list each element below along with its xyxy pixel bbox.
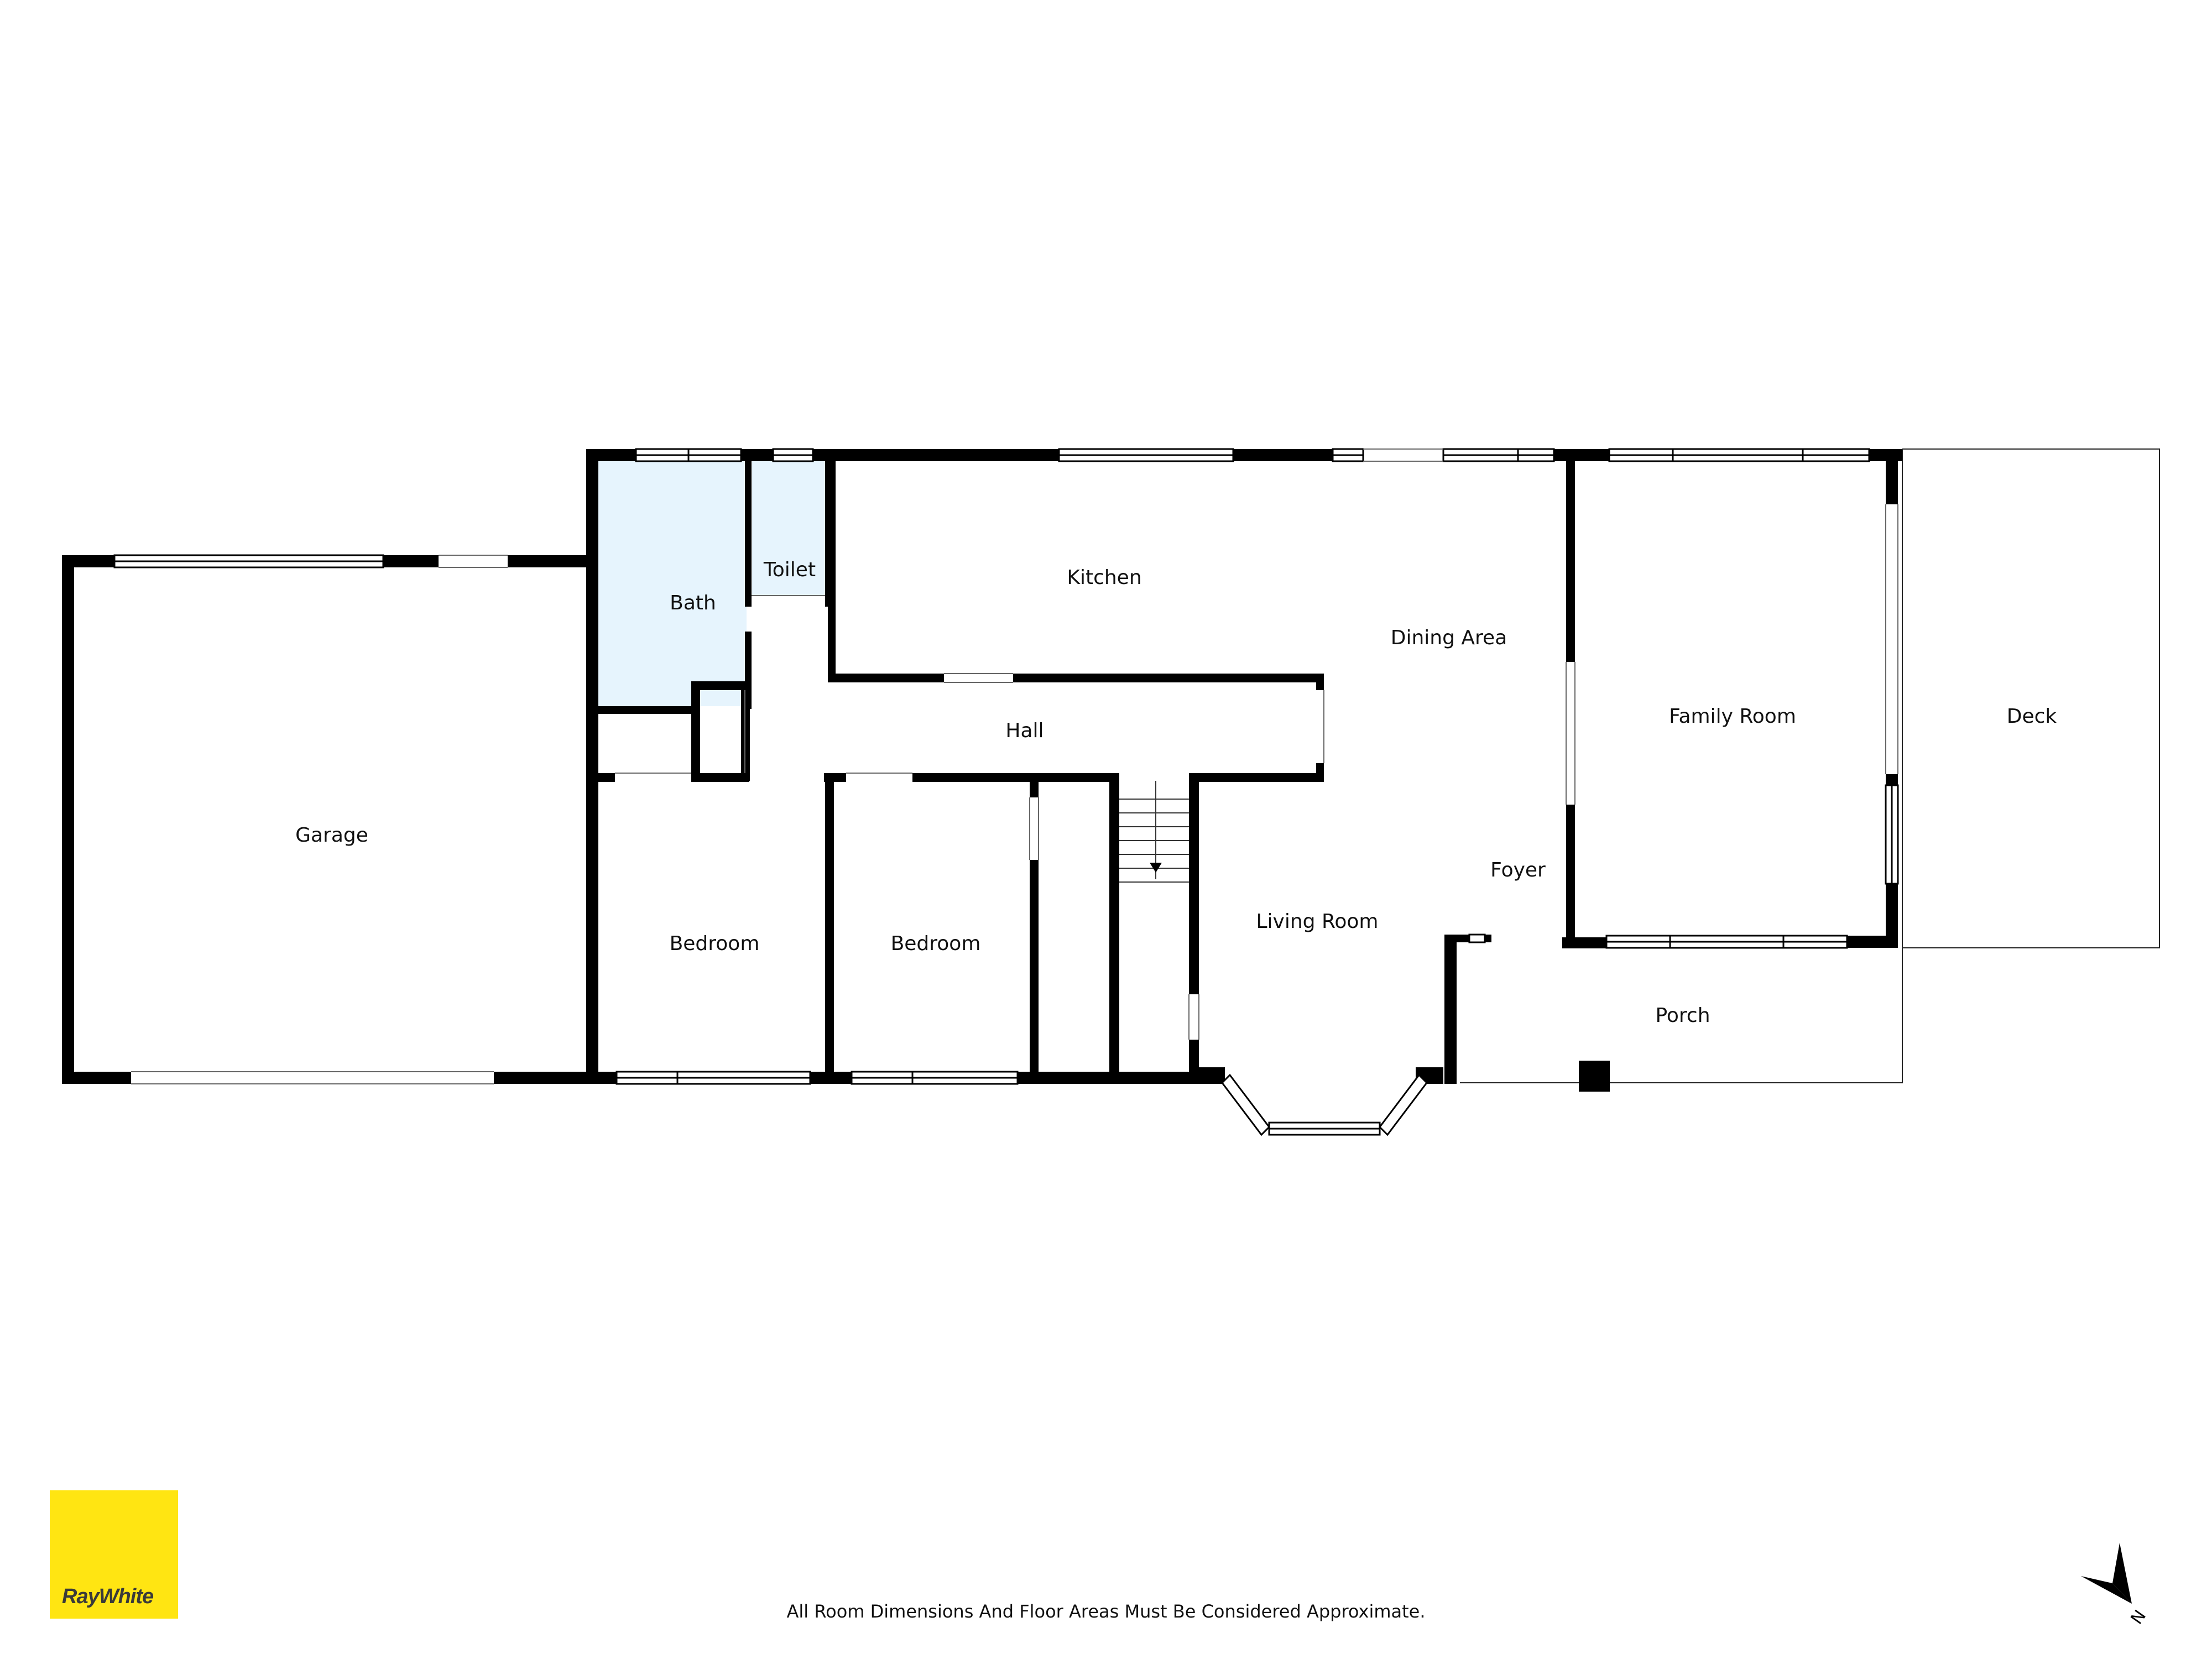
north-arrow-icon: N <box>2081 1543 2150 1626</box>
openings <box>131 448 1898 1084</box>
stairs-arrow-icon <box>1150 863 1162 873</box>
room-label-bedroom-2: Bedroom <box>891 932 981 955</box>
toilet-fill <box>752 460 825 596</box>
logo-text: RayWhite <box>62 1585 154 1608</box>
room-label-living-room: Living Room <box>1256 910 1379 933</box>
room-label-family-room: Family Room <box>1669 705 1796 728</box>
outline-lines <box>1460 448 2160 1083</box>
room-label-deck: Deck <box>2007 705 2057 728</box>
room-label-kitchen: Kitchen <box>1067 566 1141 589</box>
windows <box>113 448 1899 1136</box>
room-label-hall: Hall <box>1005 719 1044 742</box>
disclaimer-text: All Room Dimensions And Floor Areas Must… <box>786 1601 1426 1622</box>
room-label-garage: Garage <box>295 824 368 847</box>
room-label-bedroom-1: Bedroom <box>670 932 760 955</box>
north-label: N <box>2127 1606 2150 1626</box>
room-label-porch: Porch <box>1655 1004 1710 1027</box>
room-label-dining-area: Dining Area <box>1391 627 1507 649</box>
raywhite-logo: RayWhite <box>50 1490 178 1619</box>
room-label-bath: Bath <box>670 592 716 614</box>
room-label-foyer: Foyer <box>1490 859 1546 881</box>
walls <box>62 449 1902 1092</box>
room-label-toilet: Toilet <box>763 559 816 581</box>
bath-fill <box>598 460 747 706</box>
